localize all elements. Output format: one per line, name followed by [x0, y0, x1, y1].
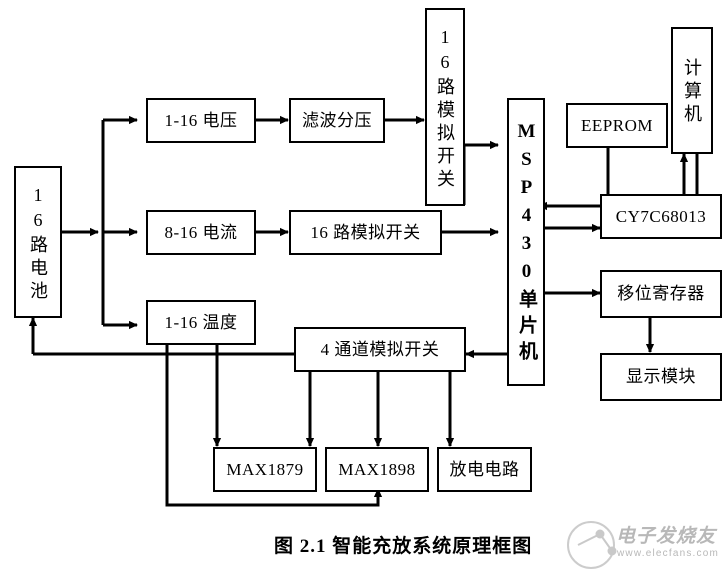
- node-temperature-label: 1-16 温度: [164, 312, 238, 332]
- wire-temperature-to-max1898: [165, 344, 383, 507]
- node-usb-controller[interactable]: CY7C68013: [600, 194, 722, 239]
- node-battery[interactable]: 16路电池: [14, 166, 62, 318]
- node-max1898-label: MAX1898: [338, 459, 416, 479]
- node-voltage-label: 1-16 电压: [164, 110, 238, 130]
- node-display-module-label: 显示模块: [626, 367, 696, 387]
- figure-caption: 图 2.1 智能充放系统原理框图: [274, 536, 533, 557]
- node-computer-label: 计算机: [682, 58, 702, 127]
- node-mux16-horizontal[interactable]: 16 路模拟开关: [289, 210, 442, 255]
- node-mcu-label: MSP430单片机: [515, 120, 537, 367]
- node-filter-divider-label: 滤波分压: [302, 110, 372, 130]
- node-discharge-circuit[interactable]: 放电电路: [437, 447, 532, 492]
- node-usb-controller-label: CY7C68013: [615, 206, 707, 226]
- node-max1898[interactable]: MAX1898: [325, 447, 429, 492]
- node-mux16-vertical[interactable]: 16路模拟开关: [425, 8, 465, 206]
- watermark-logo-icon: [567, 521, 615, 569]
- node-display-module[interactable]: 显示模块: [600, 353, 722, 401]
- node-mux16-vertical-label: 16路模拟开关: [435, 26, 455, 192]
- node-mux4-label: 4 通道模拟开关: [320, 339, 440, 359]
- node-mux16-horizontal-label: 16 路模拟开关: [310, 222, 421, 242]
- node-battery-label: 16路电池: [28, 184, 48, 304]
- node-max1879[interactable]: MAX1879: [213, 447, 317, 492]
- node-eeprom[interactable]: EEPROM: [566, 103, 668, 148]
- node-mcu[interactable]: MSP430单片机: [507, 98, 545, 386]
- node-computer[interactable]: 计算机: [671, 27, 713, 154]
- node-discharge-circuit-label: 放电电路: [449, 459, 520, 479]
- node-shift-register[interactable]: 移位寄存器: [600, 270, 722, 318]
- node-max1879-label: MAX1879: [226, 459, 304, 479]
- node-mux4[interactable]: 4 通道模拟开关: [294, 327, 466, 372]
- node-temperature[interactable]: 1-16 温度: [146, 300, 256, 345]
- node-voltage[interactable]: 1-16 电压: [146, 98, 256, 143]
- node-current-label: 8-16 电流: [164, 222, 238, 242]
- node-current[interactable]: 8-16 电流: [146, 210, 256, 255]
- node-eeprom-label: EEPROM: [581, 115, 653, 135]
- node-shift-register-label: 移位寄存器: [617, 284, 705, 304]
- node-filter-divider[interactable]: 滤波分压: [289, 98, 385, 143]
